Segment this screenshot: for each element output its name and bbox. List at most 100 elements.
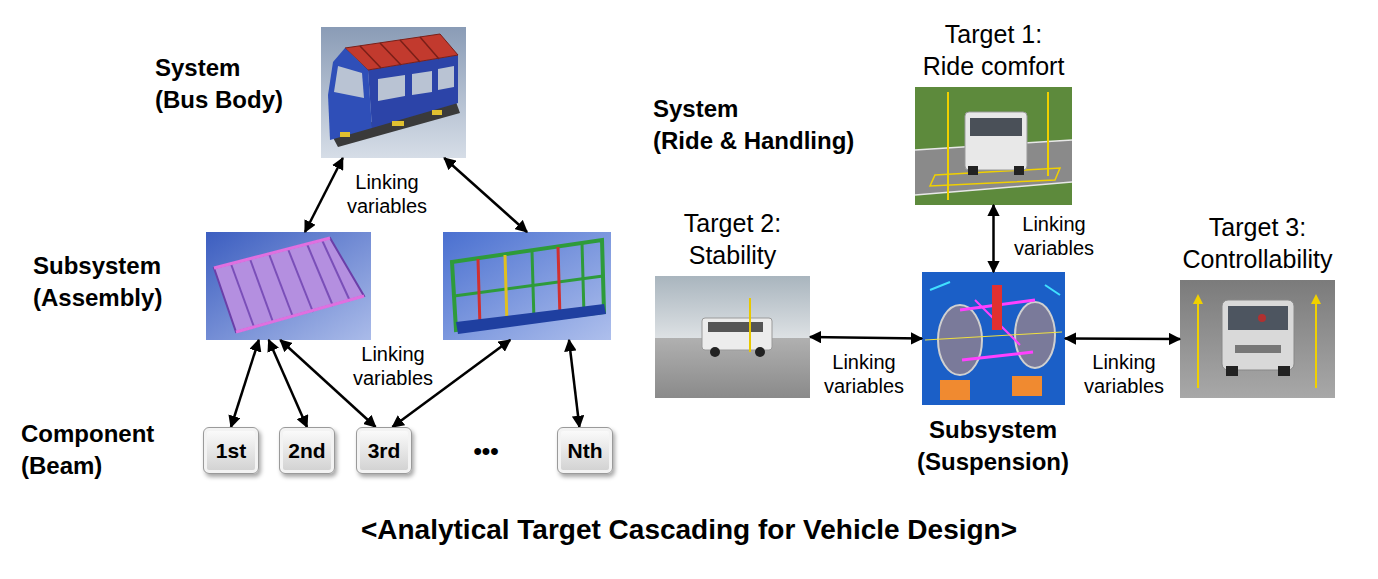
- component-label: 2nd: [288, 439, 325, 463]
- roof-assembly-image-part: [214, 238, 364, 332]
- controllability-image-part: [1180, 280, 1335, 398]
- controllability-image-part: [1193, 294, 1203, 304]
- bus-body-image-part: [438, 66, 454, 90]
- suspension-image-part: [1012, 376, 1042, 396]
- bus-body-image-part: [340, 132, 350, 137]
- level-label: Subsystem (Suspension): [917, 414, 1069, 478]
- side-frame-image-part: [582, 243, 584, 315]
- suspension-image-part: [1015, 302, 1055, 368]
- roof-assembly-image-part: [322, 240, 350, 301]
- stability-image-part: [710, 347, 720, 357]
- linking-arrow: [569, 340, 579, 427]
- suspension-image-part: [1045, 285, 1060, 295]
- roof-assembly-image-part: [250, 259, 273, 322]
- side-frame-image-part: [532, 251, 534, 321]
- stability-image-part: [755, 347, 765, 357]
- bus-body-image: [321, 27, 466, 158]
- ride-comfort-image-part: [968, 166, 978, 175]
- linking-arrow: [269, 340, 307, 427]
- side-frame-image-part: [454, 276, 603, 296]
- component-label: 1st: [216, 439, 246, 463]
- bus-body-image-part: [432, 110, 442, 115]
- bus-body-image-part: [378, 75, 405, 101]
- ride-comfort-image-part: [1014, 166, 1024, 175]
- component-button: 2nd: [279, 427, 335, 474]
- ride-comfort-image-part: [930, 168, 1060, 186]
- linking-label: Linking variables: [822, 350, 906, 398]
- controllability-image-part: [1278, 366, 1290, 376]
- stability-image-part: [749, 298, 751, 352]
- linking-arrow: [810, 337, 922, 339]
- target-node: Target 2: Stability: [655, 276, 810, 398]
- target-heading: Target 1: Ride comfort: [923, 18, 1065, 82]
- stability-image: [655, 276, 810, 398]
- linking-arrow: [992, 205, 995, 272]
- level-label: Subsystem (Assembly): [33, 250, 162, 314]
- suspension-image-part: [922, 272, 1065, 405]
- stability-image-part: [702, 318, 772, 350]
- suspension-image-part: [930, 282, 950, 290]
- roof-assembly-image-part: [231, 264, 254, 327]
- linking-arrow: [444, 158, 527, 232]
- suspension-image-part: [962, 352, 1033, 360]
- side-frame-image-part: [505, 255, 507, 324]
- linking-label: Linking variables: [345, 170, 429, 218]
- ride-comfort-image-part: [947, 92, 949, 200]
- level-label: System (Ride & Handling): [653, 93, 854, 157]
- linking-label: Linking variables: [351, 342, 435, 390]
- roof-assembly-image-part: [214, 238, 330, 268]
- roof-assembly-image-part: [269, 254, 293, 317]
- side-frame-image-part: [478, 259, 480, 327]
- target-heading: Target 3: Controllability: [1182, 211, 1332, 275]
- controllability-image-part: [1197, 302, 1199, 388]
- bus-body-image-part: [360, 46, 381, 68]
- side-frame-image-part: [443, 232, 611, 340]
- controllability-image-part: [1258, 314, 1266, 322]
- ride-comfort-image: [915, 87, 1072, 205]
- ellipsis-dots: •••: [473, 436, 498, 466]
- stability-image-part: [708, 322, 763, 332]
- roof-assembly-image-part: [206, 232, 371, 340]
- side-frame-image-part: [558, 247, 560, 318]
- bus-body-image-part: [334, 66, 364, 98]
- bus-body-image-part: [400, 40, 420, 62]
- controllability-image: [1180, 280, 1335, 398]
- bus-body-image-part: [412, 71, 432, 95]
- ride-comfort-image-part: [1047, 92, 1049, 176]
- bus-body-node: [321, 27, 466, 158]
- controllability-image-part: [1315, 302, 1317, 388]
- ride-comfort-image-part: [965, 112, 1027, 170]
- controllability-image-part: [1235, 345, 1281, 353]
- target-heading: Target 2: Stability: [684, 207, 781, 271]
- roof-assembly-node: [206, 232, 371, 340]
- controllability-image-part: [1311, 294, 1321, 304]
- bus-body-image-part: [420, 37, 439, 59]
- linking-label: Linking variables: [1012, 212, 1096, 260]
- linking-arrow: [231, 340, 259, 427]
- suspension-node: [922, 272, 1065, 405]
- controllability-image-part: [1228, 306, 1288, 330]
- suspension-image-part: [938, 305, 982, 375]
- component-button: 1st: [203, 427, 259, 474]
- stability-image-part: [655, 276, 810, 338]
- roof-assembly-image: [206, 232, 371, 340]
- controllability-image-part: [1226, 366, 1238, 376]
- target-node: Target 3: Controllability: [1180, 280, 1335, 398]
- controllability-image-part: [1222, 300, 1294, 370]
- linking-arrow: [1065, 337, 1180, 340]
- ride-comfort-image-part: [970, 118, 1022, 136]
- ride-comfort-image-part: [915, 182, 1072, 195]
- side-frame-image-part: [456, 304, 606, 334]
- side-assembly-node: [443, 232, 611, 340]
- ride-comfort-image-part: [915, 87, 1072, 205]
- level-label: System (Bus Body): [155, 52, 283, 116]
- linking-arrow: [305, 158, 343, 232]
- component-label: 3rd: [368, 439, 401, 463]
- component-label: Nth: [568, 439, 603, 463]
- suspension-image-part: [992, 285, 1002, 330]
- suspension-image-part: [940, 380, 970, 400]
- suspension-image: [922, 272, 1065, 405]
- bus-body-image-part: [321, 27, 466, 158]
